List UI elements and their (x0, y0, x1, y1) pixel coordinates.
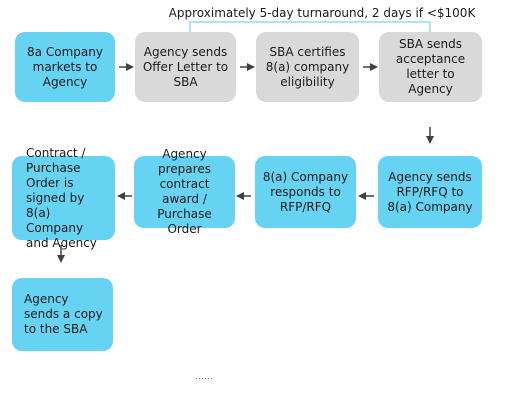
step-acceptance-letter: SBA sends acceptance letter to Agency (379, 32, 482, 102)
step-sba-certifies-label: SBA certifies 8(a) company eligibility (265, 44, 350, 89)
step-offer-letter-label: Agency sends Offer Letter to SBA (142, 44, 229, 89)
step-offer-letter: Agency sends Offer Letter to SBA (135, 32, 236, 102)
step-company-markets-label: 8a Company markets to Agency (27, 44, 103, 89)
step-sends-rfp-label: Agency sends RFP/RFQ to 8(a) Company (387, 169, 473, 214)
turnaround-note: Approximately 5-day turnaround, 2 days i… (168, 6, 476, 20)
turnaround-bracket (189, 21, 431, 34)
step-prepares-award-label: Agency prepares contract award / Purchas… (157, 147, 212, 236)
step-sends-copy-label: Agency sends a copy to the SBA (24, 292, 103, 336)
step-prepares-award: Agency prepares contract award / Purchas… (134, 147, 235, 236)
step-company-markets: 8a Company markets to Agency (15, 32, 115, 102)
step-contract-signed-label: Contract / Purchase Order is signed by 8… (26, 145, 97, 250)
step-sends-rfp: Agency sends RFP/RFQ to 8(a) Company (378, 156, 482, 228)
step-sba-certifies: SBA certifies 8(a) company eligibility (256, 32, 359, 102)
step-contract-signed: Contract / Purchase Order is signed by 8… (12, 146, 115, 250)
step-acceptance-letter-label: SBA sends acceptance letter to Agency (395, 37, 466, 96)
dotted-mark (196, 378, 214, 379)
step-company-responds: 8(a) Company responds to RFP/RFQ (255, 156, 356, 228)
step-company-responds-label: 8(a) Company responds to RFP/RFQ (262, 169, 349, 214)
step-sends-copy: Agency sends a copy to the SBA (12, 278, 113, 351)
